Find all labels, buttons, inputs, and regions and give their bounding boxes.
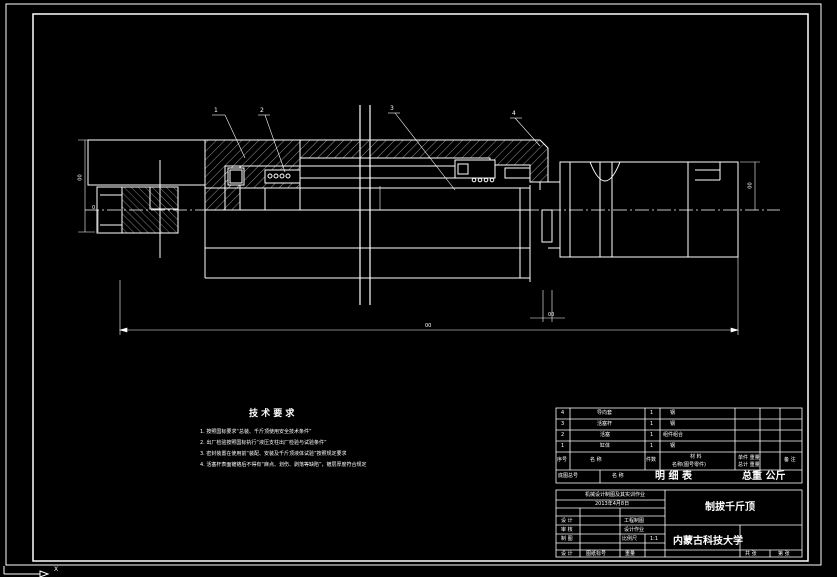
dimension-lines: [78, 139, 760, 335]
title-misc: 重量: [625, 551, 636, 557]
guide-sleeve: [299, 139, 549, 190]
parts-footer-left: 底图总号: [558, 473, 579, 479]
parts-row-qty: 1: [650, 432, 654, 438]
tech-requirement-item: 1. 按照国标要求“总装、千斤顶使用安全技术条件”: [200, 429, 312, 435]
parts-row-no: 4: [561, 410, 565, 416]
parts-footer-title: 明 细 表: [655, 471, 692, 482]
parts-row-no: 2: [561, 432, 565, 438]
part-label-4: 4: [512, 110, 516, 117]
end-cap: [87, 139, 206, 258]
parts-row-name: 活塞杆: [597, 421, 613, 427]
parts-header-qty: 件数: [646, 457, 657, 463]
parts-row-no: 1: [561, 443, 565, 449]
parts-row-name: 导向套: [597, 410, 613, 416]
parts-header-remark: 备 注: [784, 457, 796, 463]
parts-header-name: 名 称: [590, 457, 602, 463]
title-drawing-name: 制拔千斤顶: [705, 502, 755, 513]
tech-requirements-title: 技 术 要 求: [249, 409, 295, 419]
title-sheet-current: 第 张: [778, 551, 790, 557]
dim-small-step: 00: [548, 312, 555, 318]
rod-end: [548, 161, 739, 258]
parts-row-name: 活塞: [600, 432, 611, 438]
title-school-top: 机械设计制图及其实训作业: [585, 492, 646, 498]
ucs-axis-label: X: [54, 566, 59, 573]
title-scale: 1:1: [650, 536, 659, 542]
parts-row-name: 缸体: [600, 443, 611, 449]
leader-lines: [212, 112, 541, 191]
title-role-value: 设计作业: [624, 527, 645, 533]
part-label-3: 3: [390, 105, 394, 112]
title-school: 内蒙古科技大学: [673, 536, 743, 547]
parts-header-total-weight: 总计 重量: [738, 462, 760, 468]
parts-footer-weight: 总重 公斤: [742, 471, 786, 482]
parts-row-qty: 1: [650, 443, 654, 449]
dim-left-inner: 0: [92, 205, 96, 211]
parts-row-qty: 1: [650, 421, 654, 427]
parts-row-mat: 钢: [670, 421, 676, 427]
ucs-icon: [3, 566, 50, 577]
parts-footer-left: 名 称: [612, 473, 624, 479]
title-role-value: 工程制图: [624, 518, 645, 524]
part-label-2: 2: [260, 107, 264, 114]
parts-table: [555, 407, 803, 484]
piston: [224, 165, 301, 211]
dim-left-vertical: 00: [77, 174, 84, 181]
title-role: 设 计: [561, 551, 573, 557]
parts-row-mat: 钢: [670, 410, 676, 416]
part-label-1: 1: [214, 107, 218, 114]
parts-row-mat: 钢: [670, 443, 676, 449]
title-role: 审 核: [561, 527, 573, 533]
parts-row-mat: 组件组合: [663, 432, 684, 438]
tech-requirement-item: 4. 活塞杆表面镀铬后不得有“麻点、划伤、剥落等缺陷”，镀层厚度符合规定: [200, 462, 367, 468]
outer-frame: [5, 3, 822, 566]
inner-frame: [32, 13, 809, 562]
title-role: 制 图: [561, 536, 573, 542]
title-block-lines: [555, 489, 803, 558]
title-role: 设 计: [561, 518, 573, 524]
dim-overall-length: 00: [425, 323, 432, 329]
parts-header-unit-weight: 单件 重量: [738, 455, 760, 461]
title-role-value: 比例尺: [622, 536, 638, 542]
parts-header-no: 序号: [557, 457, 568, 463]
title-role-value: 图纸标号: [586, 551, 607, 557]
parts-header-mat: 材 料: [690, 454, 702, 460]
tech-requirement-item: 3. 密封装置在使用前“装配、安装及千斤顶液体试验”按照规定要求: [200, 451, 347, 457]
parts-row-no: 3: [561, 421, 565, 427]
parts-header-sub: 名称(图号零件): [672, 462, 706, 468]
title-date: 2013年4月8日: [595, 501, 630, 507]
piston-rod: [300, 105, 553, 305]
title-sheet-total: 共 张: [745, 551, 757, 557]
dim-right-vertical: 00: [747, 182, 754, 189]
parts-row-qty: 1: [650, 410, 654, 416]
tech-requirement-item: 2. 出厂检验按照国标执行“液压支柱出厂检验与试验条件”: [200, 440, 327, 446]
